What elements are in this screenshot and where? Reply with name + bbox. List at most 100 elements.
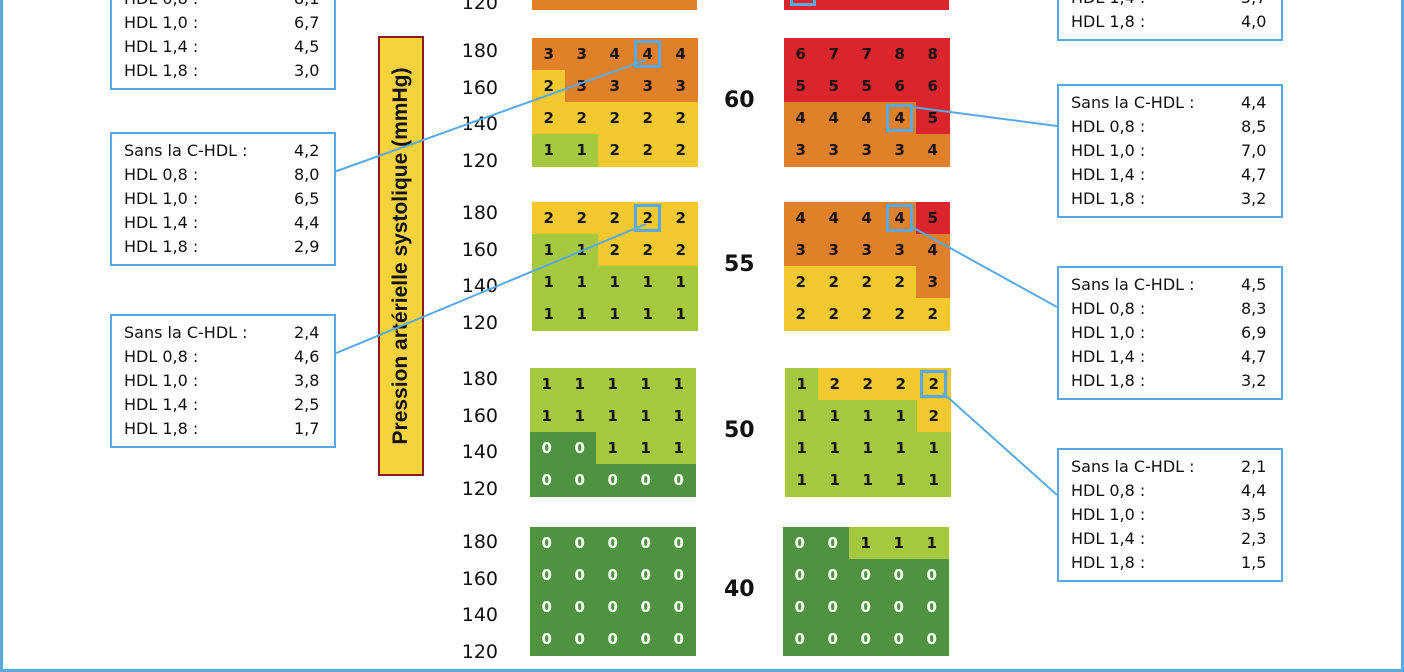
risk-cell: 1 xyxy=(598,266,632,299)
risk-cell: 2 xyxy=(664,234,698,267)
risk-cell: 4 xyxy=(784,102,818,135)
risk-cell: 0 xyxy=(662,623,696,656)
risk-cell: 1 xyxy=(849,527,883,560)
risk-cell: 1 xyxy=(664,298,698,331)
info-row-value: 3,2 xyxy=(1241,189,1267,208)
risk-cell: 0 xyxy=(530,591,564,624)
risk-cell: 2 xyxy=(784,298,818,331)
info-row: HDL 1,0 :7,0 xyxy=(1071,139,1269,163)
risk-cell: 5 xyxy=(784,70,818,103)
info-row: HDL 0,8 :8,3 xyxy=(1071,297,1269,321)
info-row-value: 4,4 xyxy=(1241,93,1267,112)
info-row-label: HDL 1,0 : xyxy=(124,189,199,208)
info-row-label: HDL 1,8 : xyxy=(124,419,199,438)
highlight-box xyxy=(634,204,661,232)
risk-cell: 1 xyxy=(565,266,599,299)
info-row-label: HDL 1,8 : xyxy=(124,237,199,256)
info-row-value: 2,5 xyxy=(294,395,320,414)
risk-cell: 2 xyxy=(631,134,665,167)
risk-cell: 2 xyxy=(532,70,566,103)
risk-cell: 6 xyxy=(883,70,917,103)
risk-cell: 0 xyxy=(783,591,817,624)
risk-cell: 0 xyxy=(816,591,850,624)
risk-cell: 1 xyxy=(530,368,564,401)
info-row: HDL 1,4 :2,5 xyxy=(124,393,322,417)
risk-cell: 2 xyxy=(850,266,884,299)
info-row-label: HDL 0,8 : xyxy=(124,0,198,11)
risk-cell: 4 xyxy=(850,202,884,235)
risk-cell: 1 xyxy=(565,298,599,331)
risk-cell: 0 xyxy=(596,559,630,592)
risk-cell: 0 xyxy=(563,464,597,497)
bp-label: 160 xyxy=(461,238,498,261)
info-row-label: HDL 1,8 : xyxy=(1071,553,1146,572)
risk-cell: 1 xyxy=(596,368,630,401)
age-label-60: 60 xyxy=(724,88,755,113)
risk-cell: 1 xyxy=(785,400,819,433)
risk-cell: 1 xyxy=(596,432,630,465)
info-row-value: 4,0 xyxy=(1241,12,1267,31)
bp-label: 120 xyxy=(461,640,498,663)
risk-cell: 2 xyxy=(883,298,917,331)
risk-cell: 2 xyxy=(916,298,950,331)
bp-label: 120 xyxy=(461,0,498,14)
risk-cell: 0 xyxy=(662,527,696,560)
risk-cell: 3 xyxy=(532,38,566,71)
info-row-value: 6,5 xyxy=(294,189,320,208)
risk-cell: 0 xyxy=(530,527,564,560)
risk-cell: 1 xyxy=(532,234,566,267)
risk-cell: 0 xyxy=(563,559,597,592)
risk-cell: 0 xyxy=(596,623,630,656)
bp-label: 180 xyxy=(461,368,498,390)
connector-line-left-60 xyxy=(333,59,647,173)
bp-label: 140 xyxy=(461,113,498,135)
connector-line-left-55 xyxy=(333,223,647,355)
info-row-value: 6,7 xyxy=(294,13,320,32)
risk-cell: 2 xyxy=(631,234,665,267)
info-row: Sans la C-HDL :4,5 xyxy=(1071,273,1269,297)
risk-cell: 0 xyxy=(662,591,696,624)
info-row: HDL 1,0 :6,7 xyxy=(124,11,322,35)
risk-cell: 0 xyxy=(816,527,850,560)
risk-cell: 1 xyxy=(882,527,916,560)
risk-cell: 1 xyxy=(851,400,885,433)
info-row: HDL 0,8 :8,5 xyxy=(1071,115,1269,139)
info-row-value: 8,0 xyxy=(294,165,320,184)
highlight-box xyxy=(886,204,913,232)
info-row-value: 4,4 xyxy=(1241,481,1267,500)
info-row: Sans la C-HDL :4,4 xyxy=(1071,91,1269,115)
risk-cell: 0 xyxy=(662,559,696,592)
info-row: HDL 1,4 :4,7 xyxy=(1071,163,1269,187)
info-row-value: 4,7 xyxy=(1241,347,1267,366)
age-label-50: 50 xyxy=(724,418,755,443)
risk-cell: 1 xyxy=(662,368,696,401)
info-row-label: HDL 1,0 : xyxy=(1071,141,1146,160)
info-row-label: HDL 1,8 : xyxy=(1071,12,1146,31)
risk-cell: 1 xyxy=(530,400,564,433)
info-row-label: HDL 0,8 : xyxy=(1071,481,1146,500)
risk-cell: 4 xyxy=(784,202,818,235)
info-row: HDL 1,8 :2,9 xyxy=(124,235,322,259)
info-row-value: 3,0 xyxy=(294,61,320,80)
risk-cell: 7 xyxy=(817,38,851,71)
risk-cell: 1 xyxy=(851,464,885,497)
risk-cell: 0 xyxy=(915,591,949,624)
info-row-label: Sans la C-HDL : xyxy=(1071,457,1195,476)
y-axis-label-box: Pression artérielle systolique (mmHg) xyxy=(378,36,424,476)
info-row-value: 8,3 xyxy=(1241,299,1267,318)
risk-cell: 1 xyxy=(664,266,698,299)
info-row-value: 5,7 xyxy=(1241,0,1269,10)
info-row-label: HDL 0,8 : xyxy=(124,347,199,366)
risk-cell: 0 xyxy=(816,623,850,656)
risk-cell: 0 xyxy=(849,623,883,656)
risk-cell: 0 xyxy=(882,559,916,592)
risk-cell: 1 xyxy=(629,400,663,433)
bp-label: 160 xyxy=(461,404,498,427)
highlight-box xyxy=(790,0,816,6)
info-row-label: HDL 1,4 : xyxy=(1071,529,1146,548)
info-row: HDL 0,8 : 4,4 xyxy=(1071,479,1269,503)
